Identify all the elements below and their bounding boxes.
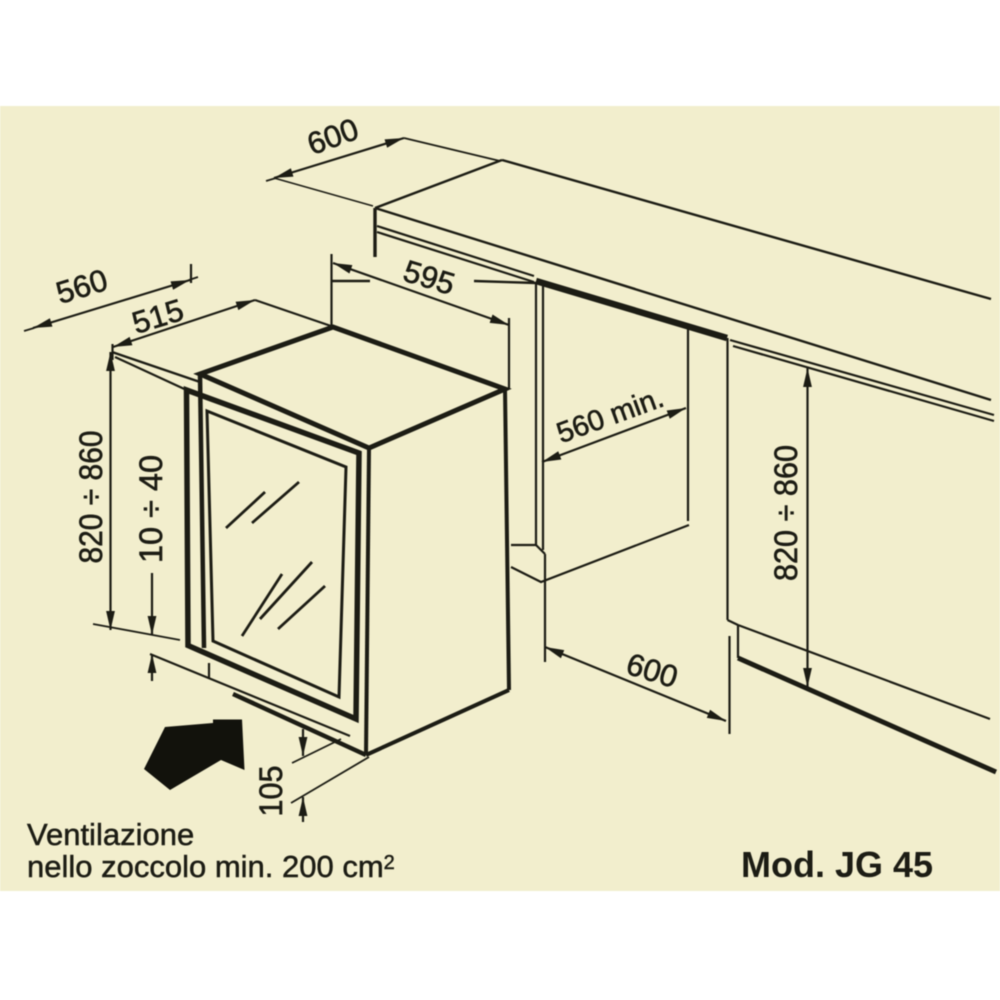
svg-text:nello zoccolo min. 200 cm2: nello zoccolo min. 200 cm2 bbox=[27, 849, 395, 884]
svg-text:10 ÷ 40: 10 ÷ 40 bbox=[133, 455, 169, 563]
svg-text:Ventilazione: Ventilazione bbox=[27, 817, 194, 852]
svg-text:Mod. JG 45: Mod. JG 45 bbox=[741, 844, 933, 885]
svg-text:820 ÷ 860: 820 ÷ 860 bbox=[768, 445, 804, 581]
svg-text:105: 105 bbox=[253, 766, 289, 817]
svg-text:820 ÷ 860: 820 ÷ 860 bbox=[73, 431, 109, 564]
